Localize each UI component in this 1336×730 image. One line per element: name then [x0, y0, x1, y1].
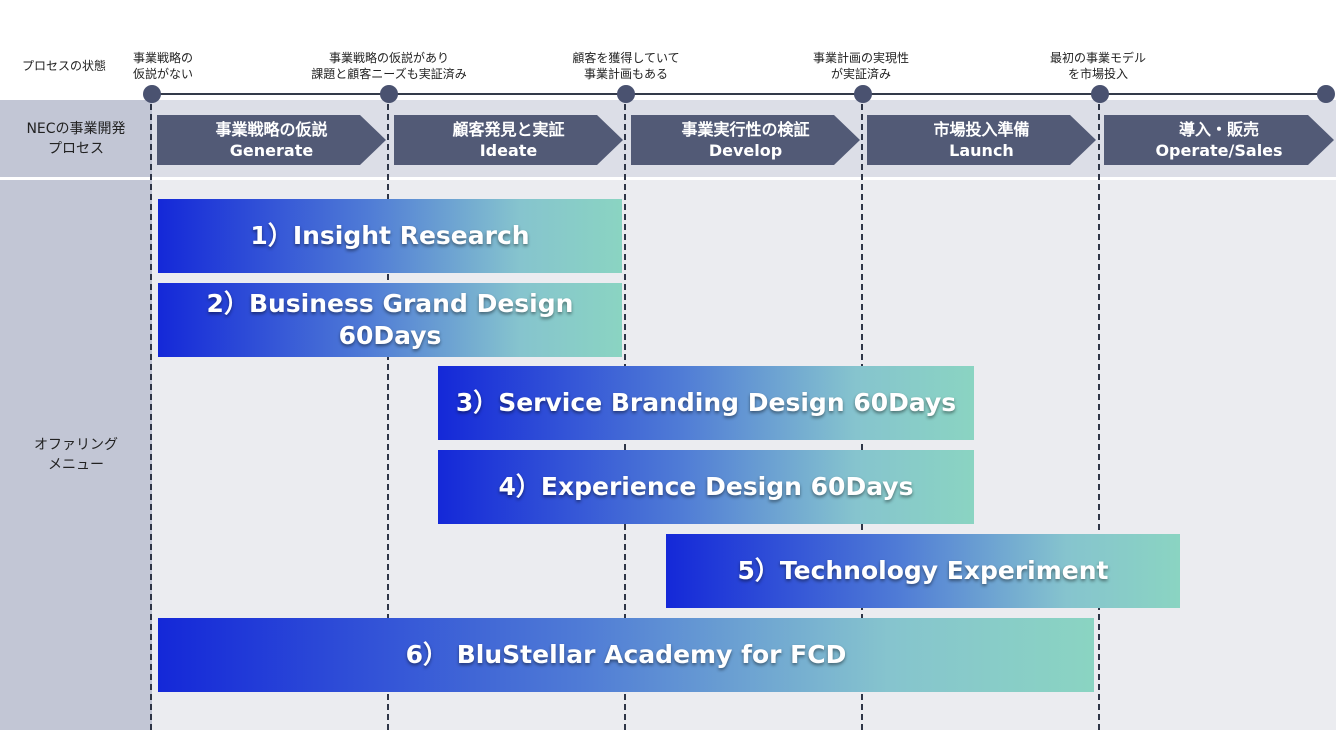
milestone-dot [854, 85, 872, 103]
milestone-dot [380, 85, 398, 103]
phase-jp-label: 事業戦略の仮説 [215, 120, 328, 139]
phase-develop: 事業実行性の検証 Develop [631, 115, 860, 165]
offering-blustellar-academy[interactable]: 6） BluStellar Academy for FCD [158, 618, 1094, 692]
phase-en-label: Ideate [479, 141, 538, 160]
offering-insight-research[interactable]: 1）Insight Research [158, 199, 622, 273]
milestone-label-4: 事業計画の実現性 が実証済み [812, 51, 909, 81]
phase-en-label: Generate [229, 141, 314, 160]
offering-service-branding-design[interactable]: 3）Service Branding Design 60Days [438, 366, 974, 440]
milestone-label-5: 最初の事業モデル を市場投入 [1049, 51, 1146, 81]
status-row-label: プロセスの状態 [22, 59, 107, 73]
milestone-dot [1091, 85, 1109, 103]
milestone-guide-2 [387, 94, 389, 730]
timeline-end-dot [1317, 85, 1335, 103]
phase-operate-sales: 導入・販売 Operate/Sales [1104, 115, 1334, 165]
phase-jp-label: 市場投入準備 [933, 120, 1030, 139]
process-row-label: NECの事業開発 プロセス [0, 100, 152, 177]
phase-ideate: 顧客発見と実証 Ideate [394, 115, 623, 165]
milestone-dot [143, 85, 161, 103]
offering-row-label: オファリング メニュー [0, 180, 152, 730]
phase-generate: 事業戦略の仮説 Generate [157, 115, 386, 165]
milestone-guide-5 [1098, 94, 1100, 730]
milestone-dot [617, 85, 635, 103]
milestone-label-1: 事業戦略の 仮説がない [132, 51, 193, 81]
phase-jp-label: 導入・販売 [1178, 120, 1259, 139]
offering-technology-experiment[interactable]: 5）Technology Experiment [666, 534, 1180, 608]
phase-en-label: Operate/Sales [1155, 141, 1283, 160]
milestone-label-2: 事業戦略の仮説があり 課題と顧客ニーズも実証済み [311, 51, 467, 81]
phase-en-label: Develop [708, 141, 783, 160]
phase-jp-label: 顧客発見と実証 [452, 120, 565, 139]
milestone-label-3: 顧客を獲得していて 事業計画もある [572, 51, 680, 81]
offering-experience-design[interactable]: 4）Experience Design 60Days [438, 450, 974, 524]
offering-business-grand-design[interactable]: 2）Business Grand Design 60Days [158, 283, 622, 357]
timeline-line [152, 93, 1326, 95]
phase-launch: 市場投入準備 Launch [867, 115, 1096, 165]
phase-jp-label: 事業実行性の検証 [681, 120, 810, 139]
milestone-guide-1 [150, 94, 152, 730]
phase-en-label: Launch [949, 141, 1014, 160]
